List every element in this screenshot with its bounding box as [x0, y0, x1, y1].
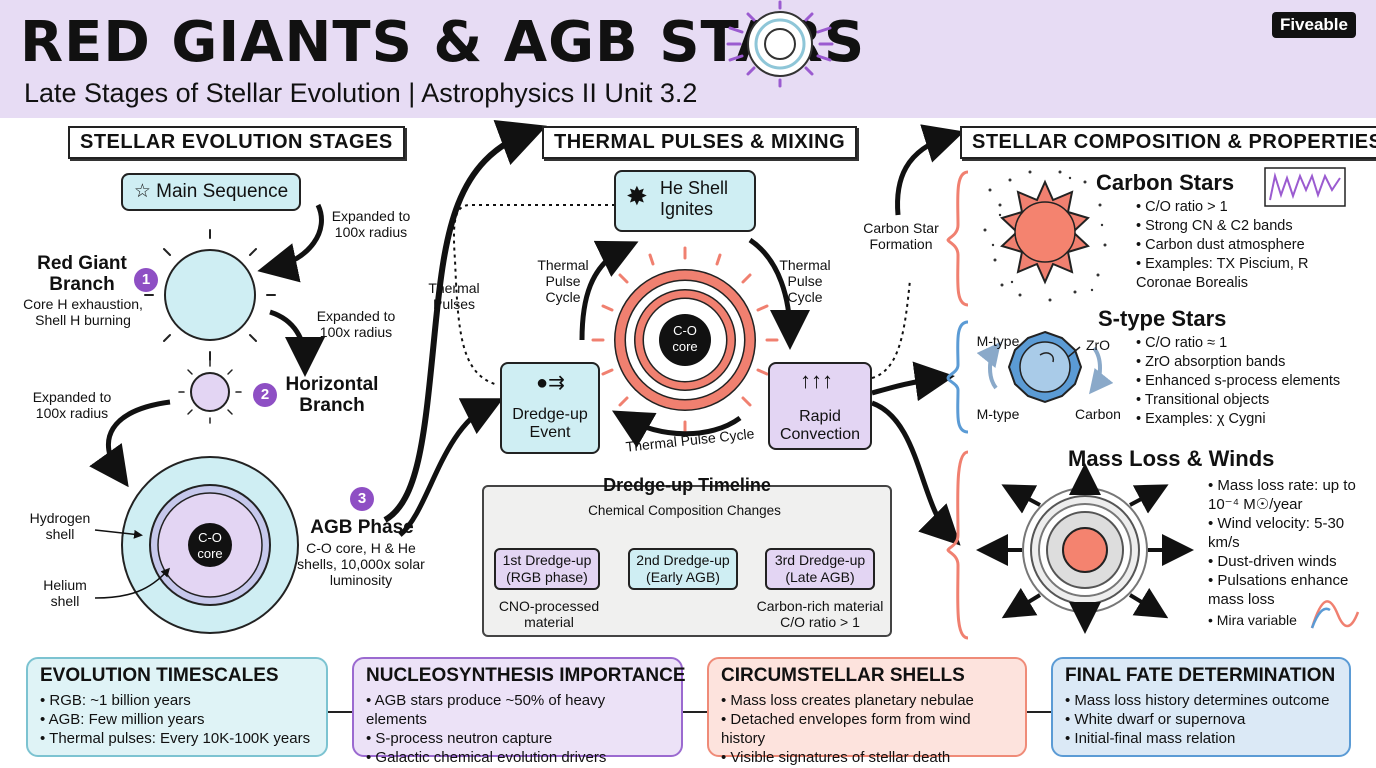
expanded-label-1: Expanded to 100x radius	[331, 208, 411, 240]
carbon-stars-list: C/O ratio > 1 Strong CN & C2 bands Carbo…	[1136, 198, 1336, 293]
carbon-label: Carbon	[1075, 406, 1121, 422]
rapid-convection-box: ↑↑↑ Rapid Convection	[768, 362, 872, 450]
agb-title: AGB Phase	[310, 517, 414, 538]
nucleosynthesis-title: NUCLEOSYNTHESIS IMPORTANCE	[366, 665, 686, 686]
page-subtitle: Late Stages of Stellar Evolution | Astro…	[24, 78, 698, 108]
circumstellar-title: CIRCUMSTELLAR SHELLS	[721, 665, 965, 686]
list-item: Dust-driven winds	[1208, 552, 1368, 571]
list-item: Examples: χ Cygni	[1136, 410, 1361, 429]
cycle-label-right: Thermal Pulse Cycle	[779, 257, 831, 305]
list-item: ZrO absorption bands	[1136, 353, 1361, 372]
m-type-label-top: M-type	[976, 333, 1020, 349]
list-item: C/O ratio ≈ 1	[1136, 334, 1361, 353]
list-item: Mass loss history determines outcome	[1065, 691, 1337, 710]
dredge-up-event-box: ●⇉ Dredge-up Event	[500, 362, 600, 454]
dredge-arrows-icon: ●⇉	[536, 372, 565, 394]
list-item: Pulsations enhance mass loss	[1208, 571, 1368, 609]
page-title: RED GIANTS & AGB STARS	[20, 10, 866, 75]
dredge-event-label: Dredge-up Event	[512, 406, 588, 441]
first-dredge-up-box: 1st Dredge-up (RGB phase)	[494, 548, 600, 590]
list-item: Examples: TX Piscium, R Coronae Borealis	[1136, 255, 1311, 293]
fiveable-logo[interactable]: Fiveable	[1271, 12, 1356, 38]
list-item: RGB: ~1 billion years	[40, 691, 314, 710]
section-stellar-composition: STELLAR COMPOSITION & PROPERTIES	[960, 126, 1376, 159]
list-item: Transitional objects	[1136, 391, 1361, 410]
circumstellar-shells-box: CIRCUMSTELLAR SHELLS Mass loss creates p…	[707, 657, 1027, 766]
list-item: Mass loss rate: up to 10⁻⁴ M☉/year	[1208, 476, 1368, 514]
mass-loss-rings	[976, 463, 1194, 634]
step-badge-1: 1	[134, 268, 158, 292]
rapid-convection-label: Rapid Convection	[779, 408, 861, 443]
list-item: S-process neutron capture	[366, 729, 669, 748]
carbon-stars-title: Carbon Stars	[1096, 170, 1235, 195]
final-fate-title: FINAL FATE DETERMINATION	[1065, 665, 1336, 686]
mira-variable-label: • Mira variable	[1208, 612, 1297, 628]
he-shell-box: ✸ He Shell Ignites	[614, 170, 756, 232]
m-type-label-bottom: M-type	[976, 406, 1020, 422]
thermal-pulse-rings	[591, 246, 779, 434]
he-shell-label: He Shell Ignites	[660, 178, 729, 219]
zro-label: ZrO	[1085, 337, 1111, 353]
list-item: Thermal pulses: Every 10K-100K years	[40, 729, 314, 748]
section-evolution-stages: STELLAR EVOLUTION STAGES	[68, 126, 405, 159]
rgb-title: Red Giant Branch	[37, 253, 127, 295]
expanded-label-2: Expanded to 100x radius	[316, 308, 396, 340]
expanded-label-3: Expanded to 100x radius	[32, 389, 112, 421]
timeline-title: Dredge-up Timeline	[603, 475, 771, 495]
list-item: Galactic chemical evolution drivers	[366, 748, 669, 767]
third-dredge-note: Carbon-rich material C/O ratio > 1	[756, 598, 884, 630]
list-item: AGB stars produce ~50% of heavy elements	[366, 691, 669, 729]
star-outline-icon: ☆	[133, 181, 151, 202]
horizontal-branch-star	[178, 360, 242, 424]
agb-star-cross-section	[121, 456, 299, 634]
list-item: Carbon dust atmosphere	[1136, 236, 1336, 255]
list-item: AGB: Few million years	[40, 710, 314, 729]
timescales-box: EVOLUTION TIMESCALES RGB: ~1 billion yea…	[26, 657, 328, 757]
hydrogen-shell-label: Hydrogen shell	[29, 510, 91, 542]
sun-icon	[726, 0, 834, 88]
agb-core-label: C-O core	[197, 530, 223, 561]
final-fate-box: FINAL FATE DETERMINATION Mass loss histo…	[1051, 657, 1351, 757]
list-item: Mass loss creates planetary nebulae	[721, 691, 1013, 710]
third-dredge-up-box: 3rd Dredge-up (Late AGB)	[765, 548, 875, 590]
main-sequence-box: ☆ Main Sequence	[121, 173, 301, 211]
list-item: Wind velocity: 5-30 km/s	[1208, 514, 1368, 552]
mass-loss-list: Mass loss rate: up to 10⁻⁴ M☉/year Wind …	[1208, 476, 1368, 609]
helium-shell-label: Helium shell	[43, 577, 87, 609]
timeline-changes: Chemical Composition Changes	[588, 503, 781, 518]
s-type-stars-list: C/O ratio ≈ 1 ZrO absorption bands Enhan…	[1136, 334, 1361, 429]
list-item: Initial-final mass relation	[1065, 729, 1337, 748]
main-sequence-label: Main Sequence	[156, 181, 289, 202]
step-badge-3: 3	[350, 487, 374, 511]
list-item: Enhanced s-process elements	[1136, 372, 1361, 391]
hb-title: Horizontal Branch	[285, 374, 379, 416]
s-type-star	[976, 330, 1114, 404]
step-badge-2: 2	[253, 383, 277, 407]
list-item: Visible signatures of stellar death	[721, 748, 1013, 767]
cycle-label-left: Thermal Pulse Cycle	[537, 257, 589, 305]
list-item: C/O ratio > 1	[1136, 198, 1336, 217]
header-banner	[0, 0, 1376, 118]
carbon-star-formation-label: Carbon Star Formation	[863, 220, 939, 252]
rgb-description: Core H exhaustion, Shell H burning	[23, 296, 143, 328]
section-thermal-pulses: THERMAL PULSES & MIXING	[542, 126, 858, 159]
first-dredge-note: CNO-processed material	[498, 598, 600, 630]
agb-description: C-O core, H & He shells, 10,000x solar l…	[297, 540, 425, 588]
pulse-core-label: C-O core	[672, 323, 698, 354]
list-item: Strong CN & C2 bands	[1136, 217, 1336, 236]
red-giant-star	[144, 229, 276, 361]
burst-icon: ✸	[626, 181, 648, 211]
second-dredge-up-box: 2nd Dredge-up (Early AGB)	[628, 548, 738, 590]
list-item: Detached envelopes form from wind histor…	[721, 710, 1013, 748]
s-type-stars-title: S-type Stars	[1098, 306, 1227, 331]
nucleosynthesis-box: NUCLEOSYNTHESIS IMPORTANCE AGB stars pro…	[352, 657, 686, 766]
up-arrows-icon: ↑↑↑	[800, 368, 833, 393]
timescales-title: EVOLUTION TIMESCALES	[40, 665, 279, 686]
mass-loss-title: Mass Loss & Winds	[1068, 446, 1275, 471]
list-item: White dwarf or supernova	[1065, 710, 1337, 729]
carbon-star	[983, 170, 1107, 302]
thermal-pulses-label: Thermal Pulses	[428, 280, 480, 312]
